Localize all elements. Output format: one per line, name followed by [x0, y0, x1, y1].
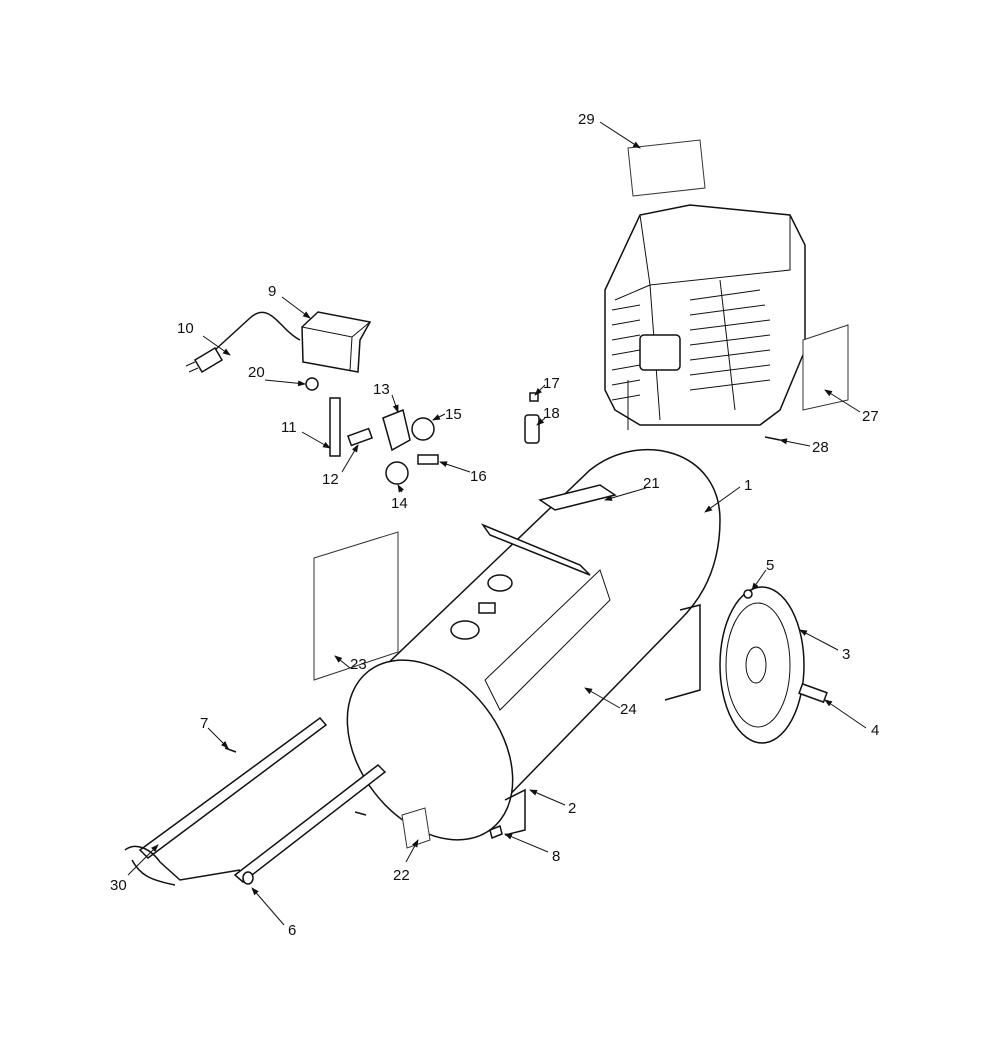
manifold-assembly [329, 397, 439, 485]
axle-bolt-4 [798, 682, 828, 704]
decal-27 [802, 324, 849, 411]
handle-assembly [124, 716, 387, 886]
fitting-20 [305, 377, 319, 391]
pressure-switch [185, 311, 372, 374]
air-tank [346, 448, 721, 849]
callout-20: 20 [248, 364, 265, 381]
callout-18: 18 [543, 405, 560, 422]
decal-23 [313, 531, 399, 681]
callout-8: 8 [552, 848, 560, 865]
screw-28 [764, 436, 781, 441]
callout-6: 6 [288, 922, 296, 939]
handle-brackets [480, 484, 617, 576]
callout-7: 7 [200, 715, 208, 732]
callout-29: 29 [578, 111, 595, 128]
callout-9: 9 [268, 283, 276, 300]
callout-labels: 29 10 9 20 17 13 15 18 11 12 16 14 27 28… [110, 111, 879, 939]
callout-30: 30 [110, 877, 127, 894]
screw-7 [224, 747, 237, 753]
fittings-17-18 [524, 392, 540, 444]
decal-29 [627, 139, 706, 197]
callout-28: 28 [812, 439, 829, 456]
callout-5: 5 [766, 557, 774, 574]
callout-13: 13 [373, 381, 390, 398]
motor-shroud [604, 204, 806, 430]
foot-8 [489, 824, 503, 840]
leader-lines [127, 121, 867, 926]
callout-12: 12 [322, 471, 339, 488]
callout-11: 11 [281, 419, 297, 436]
callout-16: 16 [470, 468, 487, 485]
callout-23: 23 [350, 656, 367, 673]
callout-2: 2 [568, 800, 576, 817]
callout-15: 15 [445, 406, 462, 423]
callout-27: 27 [862, 408, 879, 425]
callout-24: 24 [620, 701, 637, 718]
callout-21: 21 [643, 475, 660, 492]
callout-10: 10 [177, 320, 194, 337]
decal-22 [401, 807, 431, 849]
callout-3: 3 [842, 646, 850, 663]
screw-tank [354, 811, 367, 816]
callout-1: 1 [744, 477, 752, 494]
callout-4: 4 [871, 722, 879, 739]
callout-14: 14 [391, 495, 408, 512]
callout-22: 22 [393, 867, 410, 884]
wheel [719, 586, 805, 744]
nut-5 [743, 589, 753, 599]
callout-17: 17 [543, 375, 560, 392]
